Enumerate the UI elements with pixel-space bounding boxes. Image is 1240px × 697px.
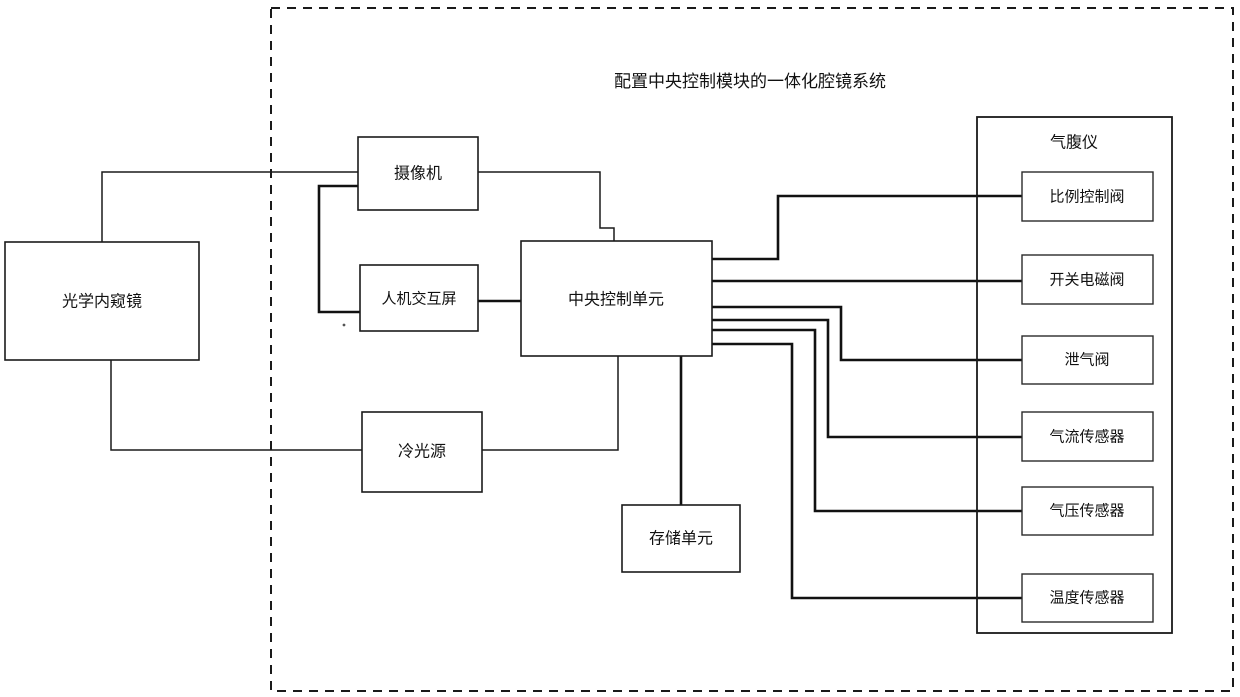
system-boundary-dashed-rect: [270, 7, 1234, 692]
node-camera-label: 摄像机: [394, 164, 442, 183]
node-storage-unit[interactable]: [621, 504, 741, 573]
stray-dot-marker: [342, 323, 346, 327]
node-gas-pressure-sensor-label: 气压传感器: [1049, 502, 1124, 520]
node-proportional-control-valve[interactable]: [1021, 171, 1154, 222]
node-central-control-unit[interactable]: [520, 240, 713, 357]
link-cold-light-source-to-ccu: [482, 356, 619, 451]
node-cold-light-source[interactable]: [361, 411, 483, 493]
link-ccu-to-temperature-sensor: [712, 342, 1022, 600]
node-central-control-unit-label: 中央控制单元: [568, 290, 664, 309]
node-temperature-sensor-label: 温度传感器: [1049, 589, 1124, 607]
node-proportional-control-valve-label: 比例控制阀: [1049, 188, 1124, 206]
node-optical-endoscope-label: 光学内窥镜: [62, 292, 142, 311]
node-on-off-solenoid-valve-label: 开关电磁阀: [1049, 271, 1124, 289]
link-endoscope-to-camera: [101, 171, 358, 242]
link-ccu-to-gas-pressure-sensor: [712, 328, 1022, 513]
node-deflation-valve-label: 泄气阀: [1064, 351, 1109, 369]
node-hmi-screen[interactable]: [359, 264, 479, 332]
system-title: 配置中央控制模块的一体化腔镜系统: [614, 72, 886, 92]
node-temperature-sensor[interactable]: [1021, 573, 1154, 623]
node-on-off-solenoid-valve[interactable]: [1021, 254, 1154, 305]
link-ccu-to-deflation-valve: [712, 305, 1022, 362]
node-deflation-valve[interactable]: [1021, 335, 1154, 385]
insufflator-group-box: [976, 116, 1173, 634]
insufflator-group-label: 气腹仪: [1050, 133, 1098, 152]
node-gas-pressure-sensor[interactable]: [1021, 486, 1154, 536]
node-optical-endoscope[interactable]: [4, 241, 200, 361]
link-endoscope-to-cold-light-source: [110, 360, 362, 451]
link-ccu-to-gas-flow-sensor: [712, 318, 1022, 439]
node-camera[interactable]: [357, 136, 479, 211]
node-hmi-screen-label: 人机交互屏: [381, 290, 456, 308]
node-storage-unit-label: 存储单元: [649, 529, 713, 548]
link-camera-to-hmi-screen: [317, 184, 360, 314]
node-gas-flow-sensor-label: 气流传感器: [1049, 428, 1124, 446]
node-cold-light-source-label: 冷光源: [398, 442, 446, 461]
node-gas-flow-sensor[interactable]: [1021, 411, 1154, 462]
link-ccu-to-proportional-control-valve: [712, 194, 1022, 261]
link-camera-to-ccu: [478, 171, 615, 241]
